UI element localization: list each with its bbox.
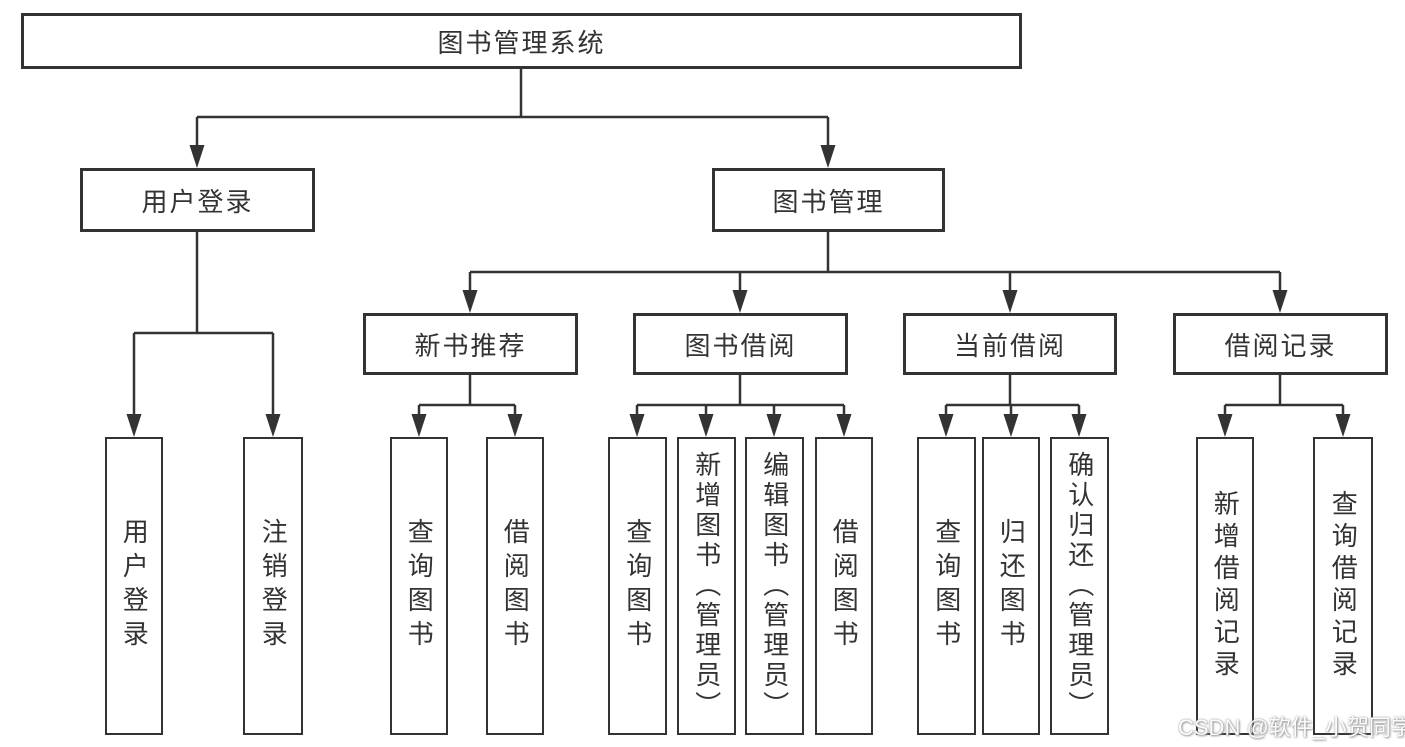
node-leaf-query-borrow-record: 查询借阅记录 (1313, 437, 1373, 735)
node-leaf-return-books: 归还图书 (982, 437, 1040, 735)
node-label: 借阅图书 (500, 518, 531, 654)
node-label: 用户登录 (119, 518, 150, 654)
watermark: CSDN @软件_小贺同学 (1178, 715, 1405, 740)
node-book-management: 图书管理 (712, 168, 945, 232)
node-label: 编辑图书（管理员） (759, 451, 790, 721)
node-label: 注销登录 (258, 518, 289, 654)
node-borrowing-records: 借阅记录 (1173, 313, 1388, 375)
node-leaf-user-login: 用户登录 (105, 437, 163, 735)
node-label: 新增借阅记录 (1210, 490, 1241, 682)
node-label: 新增图书（管理员） (691, 451, 722, 721)
node-leaf-confirm-return-admin: 确认归还（管理员） (1050, 437, 1109, 735)
node-new-book-recommend: 新书推荐 (363, 313, 578, 375)
arrowheads (126, 145, 1351, 437)
node-label: 归还图书 (996, 518, 1027, 654)
node-leaf-add-books-admin: 新增图书（管理员） (677, 437, 736, 735)
node-leaf-add-borrow-record: 新增借阅记录 (1196, 437, 1254, 735)
node-library-system: 图书管理系统 (21, 13, 1022, 69)
node-book-borrowing: 图书借阅 (633, 313, 848, 375)
node-label: 查询借阅记录 (1328, 490, 1359, 682)
node-leaf-borrow-books-recommend: 借阅图书 (486, 437, 544, 735)
node-user-login: 用户登录 (80, 168, 315, 232)
node-leaf-query-books-borrowing: 查询图书 (608, 437, 667, 735)
node-label: 确认归还（管理员） (1064, 451, 1095, 721)
node-current-borrowing: 当前借阅 (903, 313, 1117, 375)
node-label: 查询图书 (622, 518, 653, 654)
node-label: 查询图书 (931, 518, 962, 654)
node-leaf-borrow-books-borrowing: 借阅图书 (815, 437, 873, 735)
node-leaf-query-books-recommend: 查询图书 (390, 437, 448, 735)
node-leaf-query-books-current: 查询图书 (917, 437, 976, 735)
node-leaf-logout-login: 注销登录 (243, 437, 303, 735)
node-label: 借阅图书 (829, 518, 860, 654)
connector-edges (132, 68, 1345, 420)
node-label: 查询图书 (404, 518, 435, 654)
node-leaf-edit-books-admin: 编辑图书（管理员） (745, 437, 804, 735)
